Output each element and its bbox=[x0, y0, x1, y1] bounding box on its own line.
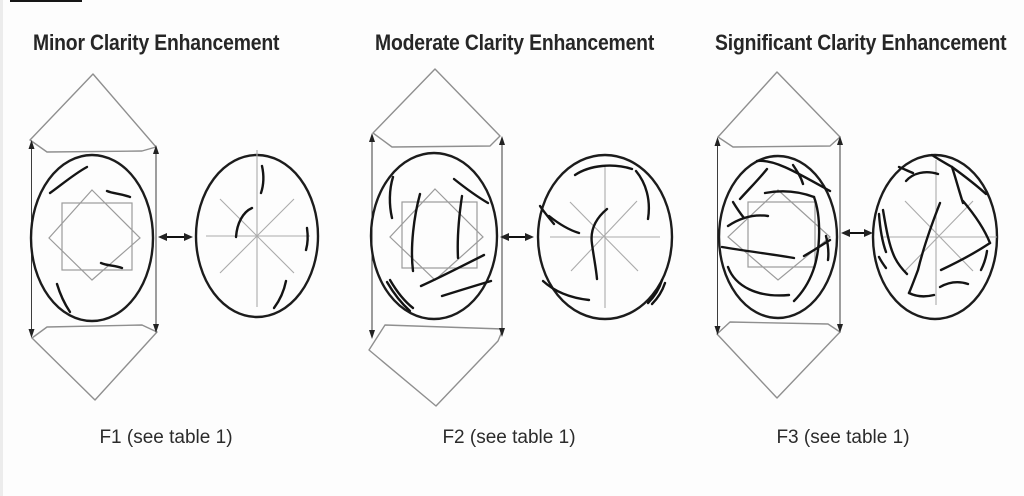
inclusion-marks bbox=[234, 164, 309, 310]
pavilion-view-plot bbox=[194, 150, 320, 319]
table-facet-square bbox=[401, 201, 478, 269]
panel-minor: Minor Clarity Enhancement bbox=[0, 0, 341, 496]
panel-title: Minor Clarity Enhancement bbox=[33, 30, 280, 55]
face-up-plot bbox=[29, 153, 155, 323]
inclusion-marks bbox=[877, 153, 992, 298]
double-arrow-icon bbox=[158, 233, 193, 241]
vertical-dimension-arrows bbox=[369, 133, 505, 339]
inclusion-marks bbox=[48, 165, 132, 314]
panel-title: Significant Clarity Enhancement bbox=[715, 30, 1007, 55]
facet-star-lines bbox=[206, 150, 310, 307]
crown-profile-outline bbox=[372, 68, 501, 148]
scan-artifact-line bbox=[10, 0, 82, 2]
girdle-outline bbox=[369, 151, 499, 321]
crown-facet-diamond bbox=[48, 189, 141, 281]
pavilion-profile-outline bbox=[368, 324, 504, 407]
panel-caption: F1 (see table 1) bbox=[99, 427, 233, 448]
double-arrow-icon bbox=[841, 229, 873, 237]
panel-caption: F3 (see table 1) bbox=[776, 427, 910, 448]
panel-title: Moderate Clarity Enhancement bbox=[375, 30, 655, 55]
clarity-plot-diagram-f1 bbox=[28, 73, 320, 401]
facet-star-lines bbox=[550, 165, 660, 308]
inclusion-marks bbox=[720, 159, 832, 303]
vertical-dimension-arrows bbox=[714, 136, 843, 335]
clarity-plot-diagram-f3 bbox=[714, 71, 999, 399]
clarity-plot-diagram-f2 bbox=[368, 68, 674, 407]
girdle-outline bbox=[29, 153, 155, 323]
pavilion-view-plot bbox=[536, 153, 674, 321]
crown-facet-diamond bbox=[389, 188, 484, 281]
pavilion-profile-outline bbox=[31, 324, 158, 401]
pavilion-view-plot bbox=[871, 153, 999, 321]
crown-facet-diamond bbox=[727, 189, 831, 281]
facet-star-lines bbox=[881, 160, 997, 305]
face-up-plot bbox=[717, 154, 839, 320]
table-facet-square bbox=[61, 202, 133, 271]
face-up-plot bbox=[369, 151, 499, 321]
panel-caption: F2 (see table 1) bbox=[442, 427, 576, 448]
double-arrow-icon bbox=[500, 233, 534, 241]
scan-edge-strip bbox=[0, 0, 3, 496]
pavilion-profile-outline bbox=[716, 321, 841, 399]
crown-profile-outline bbox=[717, 71, 841, 148]
inclusion-marks bbox=[538, 164, 667, 306]
panel-significant: Significant Clarity Enhancement bbox=[684, 0, 1024, 496]
inclusion-marks bbox=[385, 175, 493, 313]
crown-profile-outline bbox=[29, 73, 157, 153]
table-facet-square bbox=[747, 201, 816, 268]
panel-moderate: Moderate Clarity Enhancement bbox=[341, 0, 685, 496]
girdle-outline bbox=[717, 154, 839, 320]
pavilion-outline bbox=[536, 153, 674, 321]
